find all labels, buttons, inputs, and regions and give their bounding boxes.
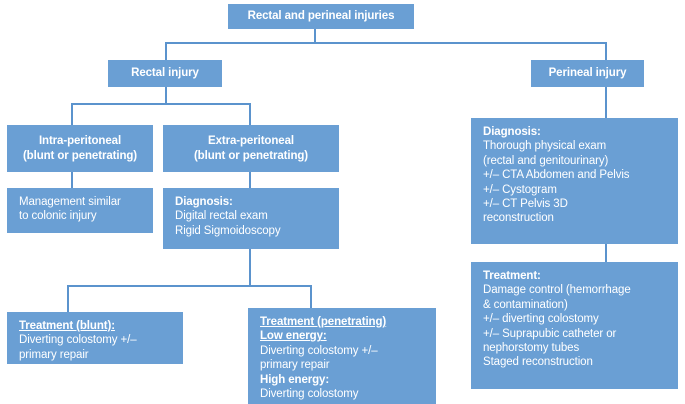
node-treatment-penetrating-heading: Treatment (penetrating) [260, 316, 387, 328]
connector-to-extra [249, 103, 251, 125]
node-root-label: Rectal and perineal injuries [247, 10, 395, 23]
node-treatment-penetrating-line1: Diverting colostomy +/– [260, 344, 378, 357]
connector-perineal-dx-to-tx [605, 244, 607, 262]
connector-rectal-down [165, 87, 167, 103]
node-treatment-penetrating-line3: Diverting colostomy [260, 388, 359, 401]
connector-to-intra [71, 103, 73, 125]
node-perineal-diagnosis-heading: Diagnosis: [483, 126, 541, 138]
connector-diagnosis-down [249, 249, 251, 285]
node-perineal-diagnosis-line1: Thorough physical exam [483, 140, 607, 153]
node-extra-peritoneal-line1: Extra-peritoneal [208, 135, 294, 148]
node-intra-management-line1: Management similar [19, 196, 121, 208]
node-treatment-penetrating-line2: primary repair [260, 359, 330, 372]
node-extra-diagnosis[interactable]: Diagnosis: Digital rectal exam Rigid Sig… [163, 188, 339, 249]
connector-to-perineal [605, 42, 607, 60]
connector-to-tx-penetrating [310, 285, 312, 308]
node-intra-management[interactable]: Management similar to colonic injury [7, 188, 153, 233]
connector-extra-to-diagnosis [249, 172, 251, 188]
node-treatment-blunt-heading: Treatment (blunt): [19, 320, 115, 332]
node-extra-peritoneal-line2: (blunt or penetrating) [193, 149, 309, 162]
connector-root-down [314, 29, 316, 42]
node-perineal-treatment-line2: & contamination) [483, 298, 568, 311]
node-treatment-blunt-line1: Diverting colostomy +/– [19, 334, 137, 347]
connector-rectal-split [71, 103, 251, 105]
node-treatment-blunt-line2: primary repair [19, 348, 89, 361]
connector-root-split [165, 42, 606, 44]
node-perineal-diagnosis-line4: +/– Cystogram [483, 183, 557, 196]
connector-perineal-to-diagnosis [605, 87, 607, 118]
connector-to-rectal [165, 42, 167, 60]
node-perineal-treatment-line1: Damage control (hemorrhage [483, 284, 631, 297]
node-perineal-treatment-line3: +/– diverting colostomy [483, 313, 599, 326]
node-perineal-treatment-line5: nephorstomy tubes [483, 342, 580, 355]
node-perineal-treatment-line6: Staged reconstruction [483, 356, 593, 369]
node-root[interactable]: Rectal and perineal injuries [228, 4, 414, 29]
node-treatment-penetrating-low-heading: Low energy: [260, 330, 327, 343]
node-intra-peritoneal-line2: (blunt or penetrating) [22, 149, 138, 162]
node-treatment-penetrating-high-heading: High energy: [260, 373, 330, 386]
node-extra-diagnosis-heading: Diagnosis: [175, 196, 233, 208]
node-rectal-injury[interactable]: Rectal injury [108, 60, 222, 87]
node-perineal-diagnosis[interactable]: Diagnosis: Thorough physical exam (recta… [471, 118, 678, 244]
node-treatment-penetrating[interactable]: Treatment (penetrating) Low energy: Dive… [248, 308, 436, 404]
node-treatment-blunt[interactable]: Treatment (blunt): Diverting colostomy +… [7, 312, 183, 364]
node-intra-peritoneal[interactable]: Intra-peritoneal (blunt or penetrating) [7, 125, 153, 172]
node-perineal-injury-label: Perineal injury [548, 67, 627, 80]
connector-treatment-split [67, 285, 312, 287]
node-perineal-treatment[interactable]: Treatment: Damage control (hemorrhage & … [471, 262, 678, 389]
node-rectal-injury-label: Rectal injury [131, 67, 199, 80]
node-perineal-treatment-line4: +/– Suprapubic catheter or [483, 327, 617, 340]
node-intra-peritoneal-line1: Intra-peritoneal [38, 135, 122, 148]
node-perineal-diagnosis-line6: reconstruction [483, 212, 554, 225]
node-intra-management-line2: to colonic injury [19, 210, 97, 223]
node-extra-diagnosis-line2: Rigid Sigmoidoscopy [175, 224, 281, 237]
connector-to-tx-blunt [67, 285, 69, 312]
node-perineal-diagnosis-line2: (rectal and genitourinary) [483, 154, 609, 167]
node-extra-peritoneal[interactable]: Extra-peritoneal (blunt or penetrating) [163, 125, 339, 172]
connector-intra-to-management [71, 172, 73, 188]
node-perineal-diagnosis-line3: +/– CTA Abdomen and Pelvis [483, 169, 630, 182]
node-perineal-injury[interactable]: Perineal injury [531, 60, 644, 87]
node-perineal-diagnosis-line5: +/– CT Pelvis 3D [483, 198, 568, 211]
node-perineal-treatment-heading: Treatment: [483, 270, 541, 282]
node-extra-diagnosis-line1: Digital rectal exam [175, 210, 268, 223]
